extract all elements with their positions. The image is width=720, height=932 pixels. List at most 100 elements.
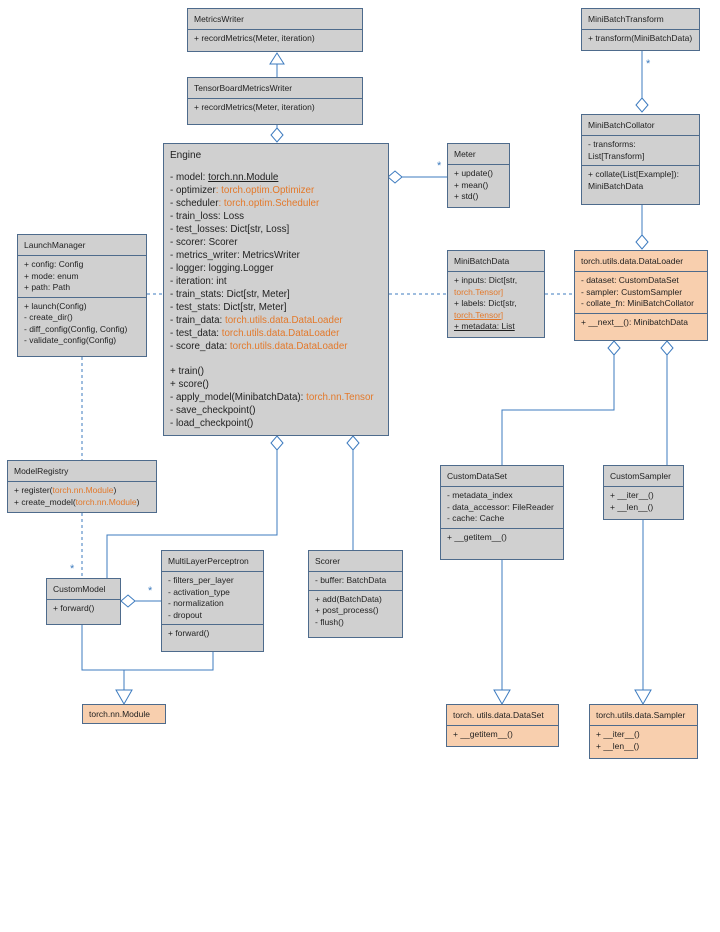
aggregation-diamond-dataloader-left: [607, 340, 621, 356]
attribute: - dataset: CustomDataSet: [581, 275, 679, 285]
attribute-labels: + labels: Dict[str,: [454, 298, 517, 308]
attributes-section: + config: Config + mode: enum + path: Pa…: [18, 256, 146, 297]
method: + launch(Config): [24, 300, 87, 311]
attribute-optimizer: - optimizer: torch.optim.Optimizer: [170, 184, 382, 197]
class-minibatchtransform: MiniBatchTransform + transform(MiniBatch…: [581, 8, 700, 51]
class-name: Engine: [170, 150, 202, 161]
attribute-score-data: - score_data: torch.utils.data.DataLoade…: [170, 340, 382, 353]
attribute-type: torch.nn.Module: [208, 172, 279, 183]
attribute-type: torch.utils.data.DataLoader: [221, 328, 340, 339]
attribute-text: - model:: [170, 172, 209, 183]
method-register: + register(torch.nn.Module): [14, 485, 150, 497]
class-name: LaunchManager: [18, 235, 146, 256]
class-name: MetricsWriter: [188, 9, 362, 30]
attribute-text: - optimizer: [170, 185, 216, 196]
method: + add(BatchData): [315, 593, 382, 604]
methods-section: + recordMetrics(Meter, iteration): [188, 30, 362, 48]
attribute-test-data: - test_data: torch.utils.data.DataLoader: [170, 327, 382, 340]
method: + __iter__(): [610, 490, 654, 500]
method: + mean(): [454, 179, 489, 190]
method: + update(): [454, 168, 493, 178]
method-create-model: + create_model(torch.nn.Module): [14, 497, 150, 509]
class-tensorboardmetricswriter: TensorBoardMetricsWriter + recordMetrics…: [187, 77, 363, 125]
aggregation-diamond-dataloader-right: [660, 340, 674, 356]
method-text: + create_model(: [14, 496, 76, 507]
multiplicity-mlp: *: [148, 585, 153, 597]
class-name: CustomSampler: [604, 466, 683, 487]
attribute-metadata: + metadata: List: [454, 321, 515, 331]
attribute-metrics-writer: - metrics_writer: MetricsWriter: [170, 250, 300, 261]
method: + forward(): [53, 603, 95, 613]
attribute-text: - test_data:: [170, 328, 222, 339]
attribute-test-losses: - test_losses: Dict[str, Loss]: [170, 224, 290, 235]
class-launchmanager: LaunchManager + config: Config + mode: e…: [17, 234, 147, 357]
attribute-type: : torch.optim.Optimizer: [215, 185, 315, 196]
method: MiniBatchData: [588, 180, 644, 191]
method-type: torch.nn.Tensor: [306, 392, 374, 403]
attributes-section: - filters_per_layer - activation_type - …: [162, 572, 263, 624]
class-name: CustomModel: [47, 579, 120, 600]
attribute: - sampler: CustomSampler: [581, 286, 683, 297]
attribute: + path: Path: [24, 282, 71, 292]
attribute-scheduler: - scheduler: torch.optim.Scheduler: [170, 197, 382, 210]
class-torch-sampler: torch.utils.data.Sampler + __iter__() + …: [589, 704, 698, 759]
aggregation-diamond-custommodel: [120, 594, 136, 608]
method: + __iter__(): [596, 729, 640, 739]
attributes-section: + inputs: Dict[str, torch.Tensor] + labe…: [448, 272, 544, 336]
method: + recordMetrics(Meter, iteration): [194, 102, 315, 112]
attribute-logger: - logger: logging.Logger: [170, 263, 274, 274]
inheritance-arrow-torchsampler: [634, 689, 652, 706]
methods-section: + train() + score() - apply_model(Miniba…: [164, 362, 388, 433]
method: + recordMetrics(Meter, iteration): [194, 33, 315, 43]
attribute-scorer: - scorer: Scorer: [170, 237, 238, 248]
method: - diff_config(Config, Config): [24, 323, 128, 334]
attribute-train-stats: - train_stats: Dict[str, Meter]: [170, 289, 290, 300]
method: + __next__(): MinibatchData: [581, 316, 689, 327]
class-name: torch.nn.Module: [89, 709, 150, 719]
inheritance-arrow-module: [115, 689, 133, 706]
method: + __len__(): [610, 501, 654, 512]
class-name: MiniBatchCollator: [582, 115, 699, 136]
method: + __getitem__(): [453, 729, 513, 739]
method-apply-model: - apply_model(MinibatchData): torch.nn.T…: [170, 391, 382, 404]
class-custommodel: CustomModel + forward(): [46, 578, 121, 625]
methods-section: + collate(List[Example]): MiniBatchData: [582, 165, 699, 195]
aggregation-diamond-engine-right: [387, 170, 403, 184]
class-modelregistry: ModelRegistry + register(torch.nn.Module…: [7, 460, 157, 513]
class-minibatchdata: MiniBatchData + inputs: Dict[str, torch.…: [447, 250, 545, 338]
methods-section: + update() + mean() + std(): [448, 165, 509, 206]
method: + __getitem__(): [447, 531, 507, 542]
attributes-section: - metadata_index - data_accessor: FileRe…: [441, 487, 563, 528]
methods-section: + add(BatchData) + post_process() - flus…: [309, 589, 402, 632]
aggregation-diamond-engine-top: [270, 127, 284, 143]
attribute: - activation_type: [168, 586, 230, 597]
class-name: Scorer: [309, 551, 402, 572]
aggregation-diamond-engine-bottom-left: [270, 435, 284, 451]
class-name: torch. utils.data.DataSet: [447, 705, 558, 726]
method: + collate(List[Example]):: [588, 169, 679, 179]
attribute-inputs: + inputs: Dict[str,: [454, 275, 518, 285]
attribute-type: torch.utils.data.DataLoader: [229, 341, 348, 352]
aggregation-diamond-dataloader-top: [635, 234, 649, 250]
attribute: - filters_per_layer: [168, 575, 234, 585]
attributes-section: - buffer: BatchData: [309, 572, 402, 590]
attribute: List[Transform]: [588, 150, 645, 161]
methods-section: + forward(): [47, 600, 120, 618]
attribute: - metadata_index: [447, 490, 513, 500]
attribute: - normalization: [168, 598, 224, 608]
method: + __len__(): [596, 740, 640, 751]
multiplicity-custommodel: *: [70, 563, 75, 575]
methods-section: + register(torch.nn.Module) + create_mod…: [8, 482, 156, 511]
class-name: MultiLayerPerceptron: [162, 551, 263, 572]
aggregation-diamond-collator: [635, 97, 649, 113]
attribute-test-stats: - test_stats: Dict[str, Meter]: [170, 302, 287, 313]
method-text: - apply_model(MinibatchData):: [170, 392, 307, 403]
methods-section: + __getitem__(): [441, 527, 563, 547]
method-type: torch.nn.Module: [75, 496, 137, 507]
aggregation-diamond-engine-bottom-right: [346, 435, 360, 451]
class-name: Meter: [448, 144, 509, 165]
multiplicity-transform: *: [646, 58, 651, 70]
attribute: + config: Config: [24, 259, 84, 269]
